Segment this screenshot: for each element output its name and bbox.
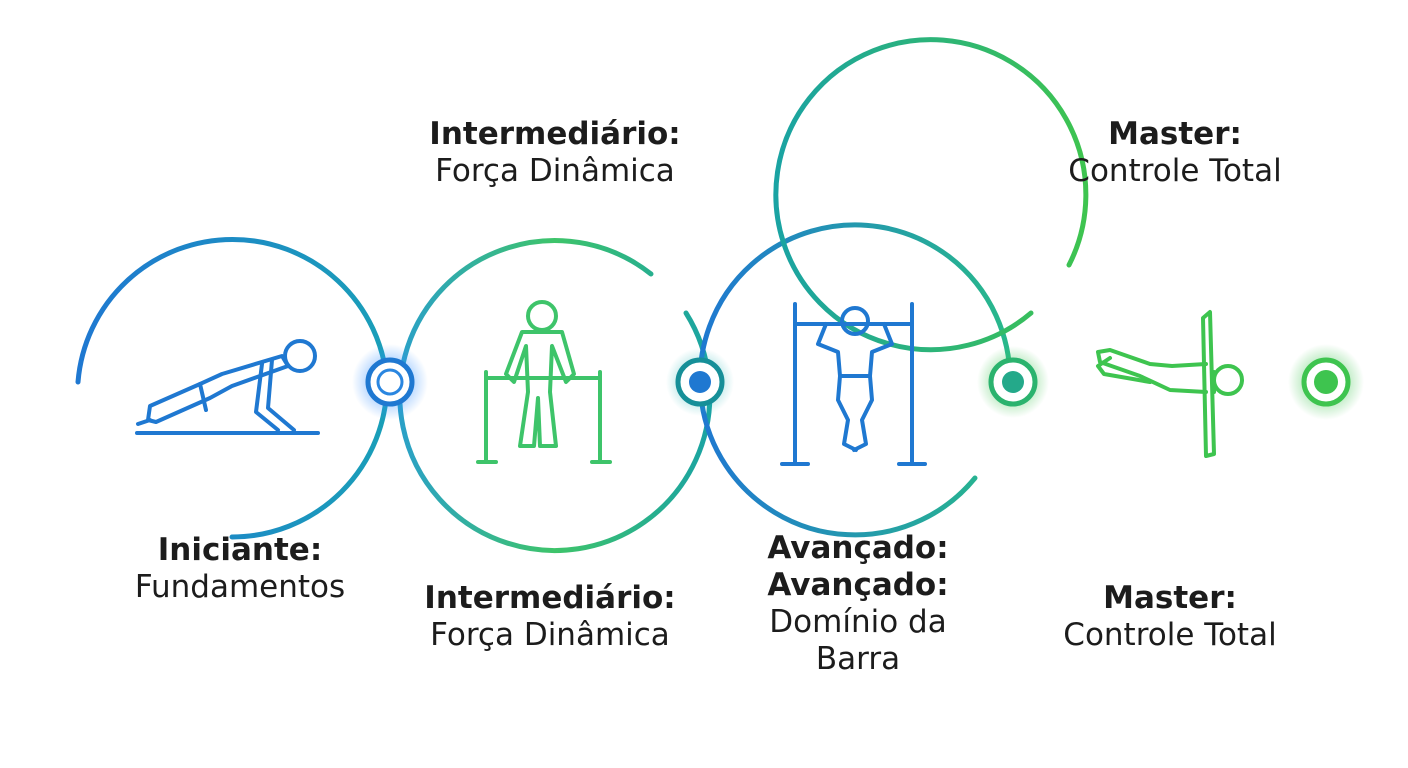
label-master: Master: Controle Total xyxy=(1025,580,1315,654)
stage-name-line2: Barra xyxy=(815,641,901,677)
node-4 xyxy=(1288,344,1364,420)
stage-name: Força Dinâmica xyxy=(430,617,670,653)
stage-level: Master: xyxy=(1103,580,1237,616)
pull-up-bar-icon xyxy=(780,302,927,466)
label-iniciante: Iniciante: Fundamentos xyxy=(95,532,385,606)
stage-name: Controle Total xyxy=(1068,153,1282,189)
parallel-bars-dip-icon xyxy=(476,300,612,464)
stage-ring-iniciante xyxy=(75,237,390,540)
push-up-icon xyxy=(135,339,320,435)
label-intermediario-top: Intermediário: Força Dinâmica xyxy=(395,116,715,190)
stage-name: Força Dinâmica xyxy=(435,153,675,189)
stage-name: Controle Total xyxy=(1063,617,1277,653)
node-2 xyxy=(666,348,734,416)
stage-ring-intermediario xyxy=(397,238,713,554)
node-3 xyxy=(977,346,1049,418)
stage-level: Intermediário: xyxy=(424,580,676,616)
stage-ring-master xyxy=(773,37,1089,353)
label-intermediario: Intermediário: Força Dinâmica xyxy=(390,580,710,654)
label-avancado: Avançado: Avançado: Domínio da Barra xyxy=(718,530,998,678)
human-flag-icon xyxy=(1096,310,1244,458)
stage-ring-avancado xyxy=(697,222,1013,538)
stage-level: Iniciante: xyxy=(157,532,323,568)
label-master-top: Master: Controle Total xyxy=(1030,116,1320,190)
stage-level: Intermediário: xyxy=(429,116,681,152)
stage-name: Fundamentos xyxy=(134,569,346,605)
stage-level: Avançado: xyxy=(767,530,949,566)
stage-level: Master: xyxy=(1108,116,1242,152)
node-1 xyxy=(352,344,428,420)
stage-name-line1: Domínio da xyxy=(769,604,947,640)
stage-level-repeat: Avançado: xyxy=(767,567,949,603)
